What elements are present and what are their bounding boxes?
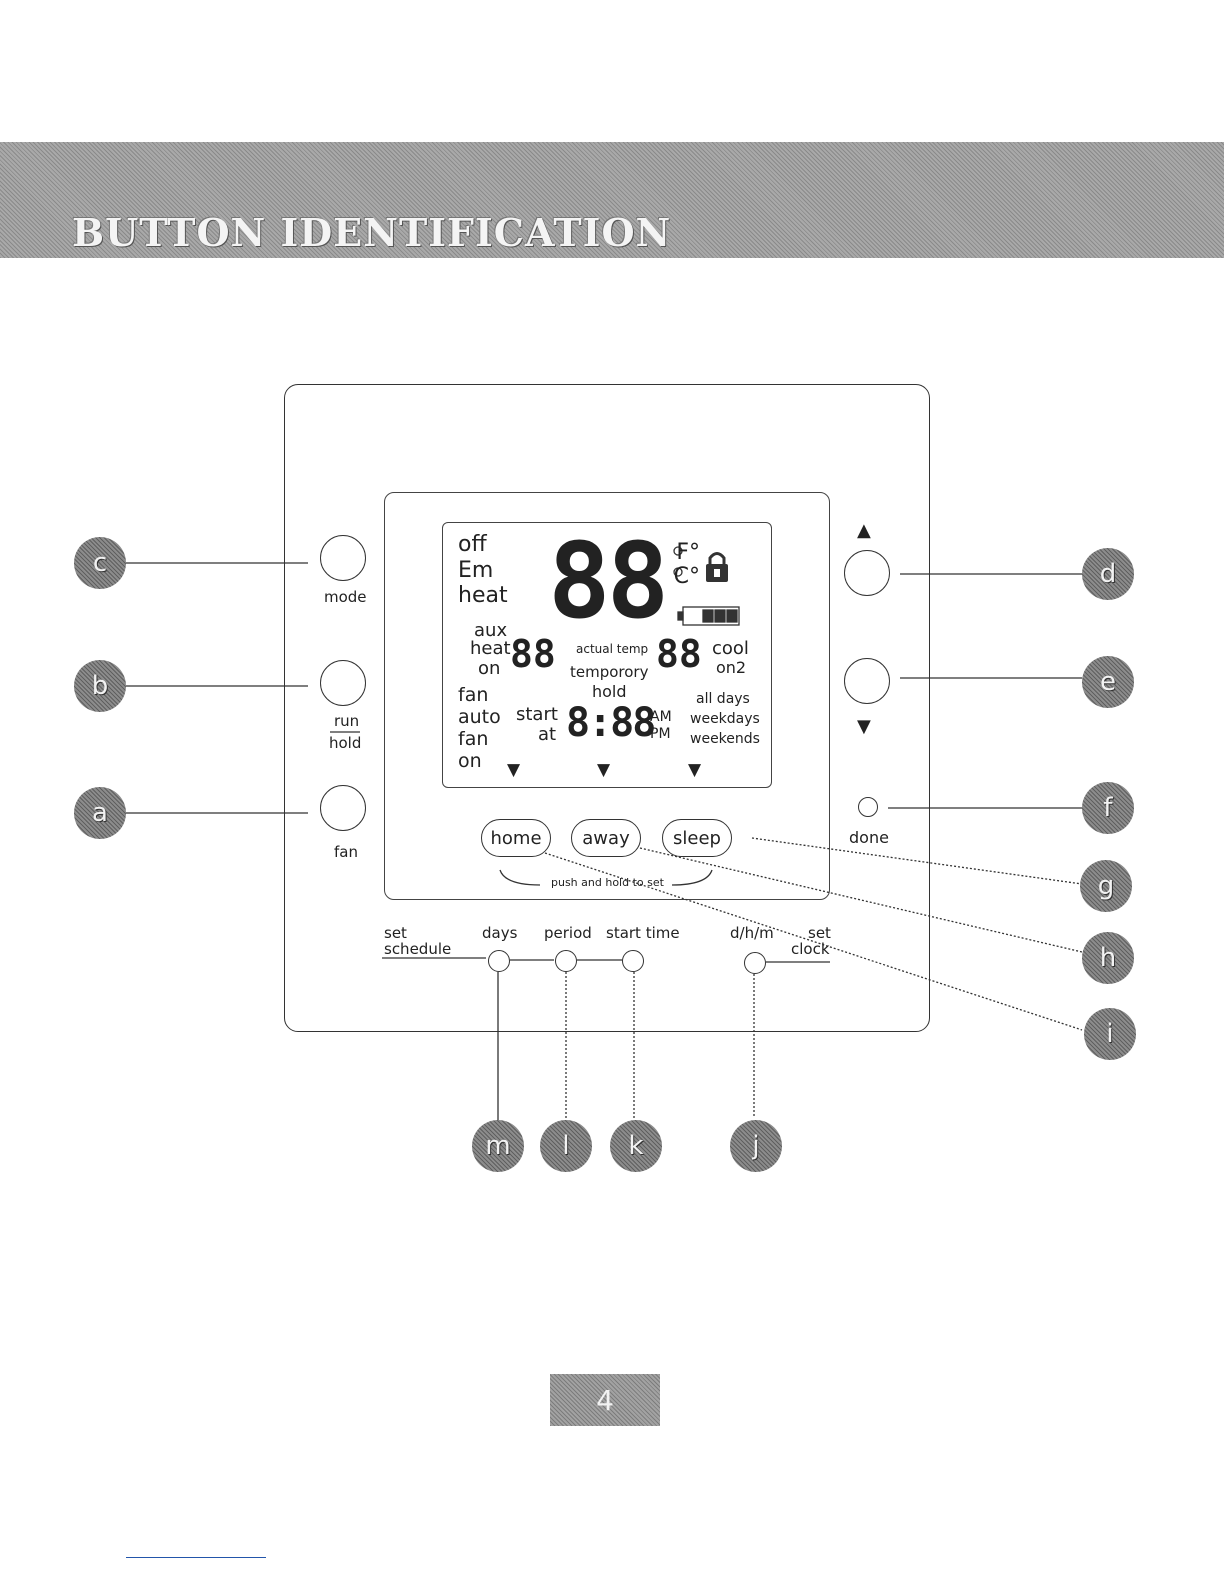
marker-h: h: [1082, 932, 1134, 984]
lcd-big-digits: 88: [548, 520, 669, 642]
home-button-label: home: [490, 827, 542, 849]
marker-j: j: [730, 1120, 782, 1172]
done-button-label: done: [849, 828, 889, 847]
dhm-label: d/h/m: [730, 924, 774, 942]
away-button-label: away: [582, 827, 630, 849]
run-hold-button[interactable]: [320, 660, 366, 706]
lcd-time-digits: 8:88: [566, 700, 656, 746]
lcd-frame: [384, 492, 830, 900]
fan-button[interactable]: [320, 785, 366, 831]
lcd-mode-em: Em: [458, 558, 494, 583]
lcd-on2: on2: [716, 658, 747, 677]
lcd-start: start: [516, 704, 558, 725]
push-hold-caption: push and hold to set: [551, 876, 664, 889]
set-clock-label-2: clock: [791, 940, 830, 958]
marker-i: i: [1084, 1008, 1136, 1060]
start-time-label: start time: [606, 924, 680, 942]
lcd-fan-auto-2: auto: [458, 706, 501, 728]
lcd-aux: aux: [474, 620, 508, 641]
lcd-display: [442, 522, 772, 788]
marker-f: f: [1082, 782, 1134, 834]
lcd-cool-digits: 88: [656, 632, 702, 676]
schedule-label: schedule: [384, 940, 452, 958]
lcd-hold: hold: [592, 682, 627, 701]
lcd-cool: cool: [712, 638, 749, 659]
lcd-deg-c: °C: [674, 564, 700, 589]
period-label: period: [544, 924, 592, 942]
marker-k: k: [610, 1120, 662, 1172]
lock-icon: [706, 552, 728, 582]
days-label: days: [482, 924, 518, 942]
lcd-all-days: all days: [696, 691, 750, 707]
lcd-heat: heat: [470, 638, 511, 659]
header-band: [0, 142, 1224, 258]
marker-b: b: [74, 660, 126, 712]
days-button[interactable]: [488, 950, 510, 972]
marker-c: c: [74, 537, 126, 589]
lcd-fan-auto-1: fan: [458, 684, 489, 706]
hold-label: hold: [329, 734, 362, 752]
lcd-mode-heat: heat: [458, 583, 508, 608]
lcd-deg-f: °F: [676, 540, 700, 565]
lcd-mode-off: off: [458, 532, 487, 557]
set-clock-label-1: set: [808, 924, 831, 942]
sleep-button[interactable]: sleep: [662, 819, 732, 857]
footer-link-underline: [126, 1557, 266, 1558]
temp-down-button[interactable]: [844, 658, 890, 704]
done-button[interactable]: [858, 797, 878, 817]
marker-m: m: [472, 1120, 524, 1172]
lcd-actual-temp: actual temp: [576, 642, 649, 656]
mode-button[interactable]: [320, 535, 366, 581]
lcd-at: at: [538, 724, 557, 745]
lcd-temporary: temporory: [570, 663, 649, 681]
page-number: 4: [550, 1374, 660, 1426]
marker-e: e: [1082, 656, 1134, 708]
run-label: run: [334, 712, 360, 730]
schedule-set-label: set: [384, 924, 407, 942]
up-arrow-icon: ▲: [857, 520, 871, 541]
marker-l: l: [540, 1120, 592, 1172]
marker-d: d: [1082, 548, 1134, 600]
lcd-am: AM: [650, 709, 672, 725]
lcd-on: on: [478, 658, 501, 679]
pointer-sleep-icon: ▼: [688, 760, 702, 780]
thermostat-body: [284, 384, 930, 1032]
sleep-button-label: sleep: [673, 827, 721, 849]
lcd-weekdays: weekdays: [690, 711, 760, 727]
lcd-fan-on-1: fan: [458, 728, 489, 750]
home-button[interactable]: home: [481, 819, 551, 857]
lcd-fan-on-2: on: [458, 750, 482, 772]
page-title: BUTTON IDENTIFICATION: [72, 210, 672, 255]
pointer-home-icon: ▼: [507, 760, 521, 780]
pointer-away-icon: ▼: [597, 760, 611, 780]
dhm-button[interactable]: [744, 952, 766, 974]
marker-g: g: [1080, 860, 1132, 912]
down-arrow-icon: ▼: [857, 716, 871, 737]
lcd-pm: PM: [650, 726, 671, 742]
marker-a: a: [74, 787, 126, 839]
mode-button-label: mode: [324, 588, 367, 606]
start-time-button[interactable]: [622, 950, 644, 972]
lcd-heat-digits: 88: [510, 632, 556, 676]
temp-up-button[interactable]: [844, 550, 890, 596]
period-button[interactable]: [555, 950, 577, 972]
fan-button-label: fan: [334, 843, 358, 861]
lcd-weekends: weekends: [690, 731, 760, 747]
away-button[interactable]: away: [571, 819, 641, 857]
